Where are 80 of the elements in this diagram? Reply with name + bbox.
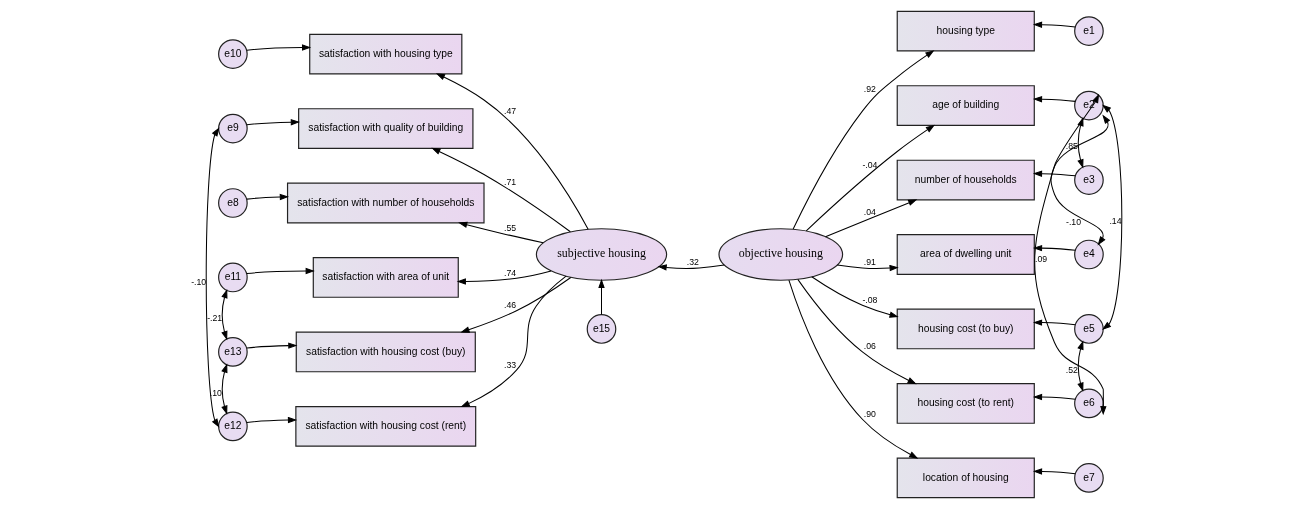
- node-circle: e9: [217, 113, 248, 144]
- arrow: [1032, 468, 1076, 475]
- edge-label: .52: [1065, 364, 1078, 375]
- node-circle: e15: [586, 314, 616, 344]
- node-circle: e1: [1073, 16, 1104, 46]
- node-circle: e5: [1073, 314, 1104, 344]
- node-box: satisfaction with number of households: [286, 182, 485, 224]
- edge-label: -.10: [190, 276, 206, 287]
- arrow: [1033, 93, 1107, 416]
- node-box: age of building: [896, 85, 1035, 126]
- arrow: [1032, 244, 1076, 252]
- arrow: [205, 127, 219, 428]
- node-box: housing type: [896, 10, 1035, 52]
- arrow: [657, 264, 725, 271]
- arrow: [1032, 96, 1076, 103]
- edge-label: .71: [503, 176, 516, 187]
- node-circle: e10: [217, 39, 248, 69]
- edge-label: -.21: [206, 313, 222, 324]
- arrow: [245, 118, 300, 126]
- node-circle: e4: [1073, 239, 1104, 270]
- arrow: [435, 73, 589, 230]
- node-ellipse: objective housing: [717, 228, 843, 281]
- edge-label: -.04: [861, 160, 877, 170]
- node-box: housing cost (to rent): [896, 383, 1035, 424]
- arrow: [796, 278, 917, 385]
- arrow: [1032, 319, 1076, 326]
- edge-label: -.08: [861, 294, 877, 305]
- arrow: [245, 267, 315, 275]
- arrow: [1101, 104, 1122, 330]
- arrow: [460, 275, 567, 408]
- node-box: satisfaction with housing type: [308, 33, 462, 75]
- node-box: satisfaction with housing cost (rent): [294, 406, 476, 447]
- node-circle: e3: [1073, 165, 1104, 195]
- node-circle: e13: [217, 337, 248, 367]
- arrow: [1032, 170, 1076, 177]
- edge-label: .74: [503, 267, 516, 278]
- arrow: [245, 416, 297, 424]
- node-circle: e11: [217, 262, 248, 293]
- node-box: satisfaction with housing cost (buy): [295, 331, 476, 373]
- node-box: area of dwelling unit: [896, 234, 1035, 275]
- arrow: [792, 50, 934, 230]
- edge-label: .92: [863, 83, 876, 94]
- node-box: satisfaction with area of unit: [312, 257, 459, 298]
- edge-label: .04: [863, 206, 876, 217]
- arrow: [805, 124, 935, 232]
- edge-label: .06: [863, 341, 876, 352]
- node-circle: e8: [217, 188, 248, 218]
- edge-label: -.10: [1065, 217, 1081, 228]
- edge-label: .32: [686, 257, 699, 268]
- arrow: [1032, 21, 1076, 28]
- edge-label: .09: [1034, 254, 1047, 265]
- arrow: [220, 363, 227, 415]
- arrow: [245, 193, 289, 201]
- arrow: [836, 264, 899, 272]
- arrow: [1076, 340, 1084, 392]
- arrow: [245, 44, 311, 51]
- node-circle: e12: [217, 411, 248, 442]
- edge-label: .33: [503, 359, 516, 370]
- arrow: [430, 147, 571, 233]
- arrow: [245, 342, 297, 349]
- arrow: [220, 288, 227, 341]
- node-box: housing cost (to buy): [896, 308, 1035, 350]
- node-box: satisfaction with quality of building: [297, 108, 473, 149]
- node-circle: e7: [1073, 463, 1104, 493]
- arrow: [810, 276, 899, 318]
- node-circle: e6: [1073, 388, 1104, 419]
- arrow: [1032, 393, 1076, 401]
- arrow: [787, 279, 918, 459]
- arrow: [457, 221, 544, 244]
- arrow: [597, 278, 605, 315]
- edge-label: .47: [503, 106, 516, 117]
- edge-label: .91: [863, 257, 876, 268]
- arrow: [824, 199, 917, 238]
- arrow: [456, 270, 552, 285]
- node-box: number of households: [896, 159, 1035, 201]
- arrow: [459, 277, 571, 333]
- node-box: location of housing: [896, 457, 1035, 499]
- edge-label: .46: [503, 300, 516, 311]
- edge-label: .55: [503, 223, 516, 234]
- edge-label: .90: [863, 408, 876, 419]
